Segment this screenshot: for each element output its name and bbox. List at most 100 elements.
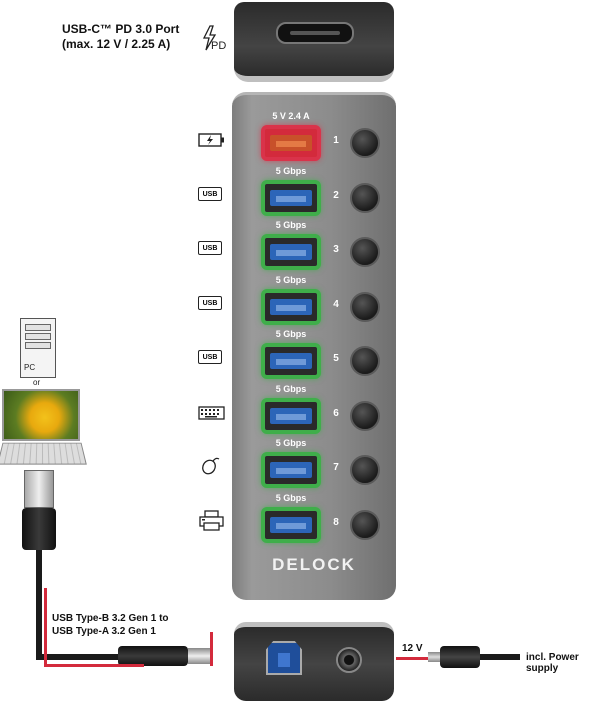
power-guide-line: [396, 657, 428, 660]
laptop-screen-image: [2, 389, 80, 441]
cable-label-line2: USB Type-A 3.2 Gen 1: [52, 626, 156, 637]
cable-guide-line: [44, 664, 144, 667]
power-delivery-icon: PD: [198, 24, 228, 54]
usb-a-port-5[interactable]: [261, 343, 321, 379]
cable-horizontal: [36, 654, 126, 660]
port-tongue: [276, 141, 306, 147]
printer-icon: [198, 509, 226, 531]
usb-b-plug-body: [118, 646, 188, 666]
usbc-port-label: USB-C™ PD 3.0 Port (max. 12 V / 2.25 A): [62, 22, 179, 52]
usb-a-port-7[interactable]: [261, 452, 321, 488]
cable-label-line1: USB Type-B 3.2 Gen 1 to: [52, 613, 169, 624]
port-tongue: [276, 359, 306, 365]
port-speed-label-5: 5 Gbps: [275, 329, 307, 339]
port-slot: [270, 298, 312, 315]
usb-drive-icon: USB: [198, 350, 226, 366]
cable-label: USB Type-B 3.2 Gen 1 to USB Type-A 3.2 G…: [52, 612, 169, 638]
usb-a-port-4[interactable]: [261, 288, 321, 325]
usb-icon-text: USB: [198, 350, 222, 364]
port-switch-3[interactable]: [350, 237, 380, 267]
drive-bay: [25, 324, 51, 331]
usb-a-port-6[interactable]: [261, 397, 321, 434]
cable-vertical: [36, 550, 42, 660]
port-slot: [270, 516, 312, 533]
port-number-6: 6: [333, 407, 339, 419]
usb-icon-text: USB: [198, 241, 222, 255]
usbc-port-label-line1: USB-C™ PD 3.0 Port: [62, 22, 180, 36]
usb-hub-body: 5 V 2.4 A 1 5 Gbps 2 5 Gbps 3 5 Gbps 4 5 Gbps 5 5 …: [232, 92, 396, 600]
port-tongue: [276, 522, 306, 529]
drive-bay: [25, 342, 51, 349]
port-switch-2[interactable]: [350, 182, 380, 213]
usb-a-plug-body: [22, 508, 56, 550]
battery-charge-icon: [198, 132, 226, 148]
usb-a-plug-metal: [24, 470, 54, 508]
usbc-port-label-line2: (max. 12 V / 2.25 A): [62, 37, 171, 51]
port-switch-5[interactable]: [350, 346, 380, 376]
port-tongue: [276, 413, 306, 420]
pd-symbol-text: PD: [211, 40, 227, 52]
port-tongue: [276, 250, 306, 256]
power-cable: [480, 654, 520, 660]
port-switch-7[interactable]: [350, 455, 380, 485]
laptop-keyboard: [0, 442, 87, 465]
port-speed-label-8: 5 Gbps: [275, 492, 307, 503]
port-number-3: 3: [333, 244, 339, 255]
port-tongue: [276, 195, 306, 202]
drive-bay: [25, 333, 51, 340]
pc-label: PC: [24, 363, 36, 372]
usb-a-port-8[interactable]: [261, 506, 321, 543]
usb-b-tongue: [278, 653, 290, 667]
port-slot: [270, 462, 312, 478]
port-tongue: [276, 468, 306, 474]
port-speed-label-4: 5 Gbps: [275, 274, 307, 285]
pc-tower-icon: PC: [20, 318, 56, 378]
usb-icon-text: USB: [198, 186, 222, 201]
port-switch-8[interactable]: [350, 509, 380, 540]
port-speed-label-1: 5 V 2.4 A: [272, 111, 310, 121]
usb-icon-text: USB: [198, 295, 222, 310]
or-label: or: [33, 378, 41, 387]
usb-drive-icon: USB: [198, 295, 226, 312]
mouse-icon: [198, 455, 226, 475]
port-switch-4[interactable]: [350, 291, 380, 322]
hub-top-cap: [234, 2, 394, 82]
usbc-port[interactable]: [276, 22, 354, 44]
port-number-4: 4: [333, 298, 339, 310]
port-number-1: 1: [333, 135, 339, 146]
port-slot: [270, 135, 312, 151]
cable-guide-line: [44, 588, 47, 666]
port-number-8: 8: [333, 516, 339, 528]
brand-logo: DELOCK: [272, 555, 356, 574]
usb-b-plug-metal: [188, 648, 210, 664]
usb-drive-icon: USB: [198, 186, 226, 203]
port-speed-label-2: 5 Gbps: [275, 165, 307, 176]
usb-a-port-2[interactable]: [261, 179, 321, 216]
port-speed-label-6: 5 Gbps: [275, 383, 307, 394]
power-supply-label: incl. Power supply: [526, 652, 579, 674]
usb-a-port-1[interactable]: [261, 125, 321, 161]
port-number-5: 5: [333, 353, 339, 364]
dc-power-jack[interactable]: [336, 647, 362, 673]
usb-a-port-3[interactable]: [261, 234, 321, 270]
usb-drive-icon: USB: [198, 241, 226, 257]
port-tongue: [276, 304, 306, 311]
port-speed-label-7: 5 Gbps: [275, 438, 307, 448]
hub-bottom-cap: [234, 622, 394, 701]
usb-b-port[interactable]: [266, 641, 302, 675]
power-plug-tip: [428, 652, 440, 662]
port-number-2: 2: [333, 189, 339, 201]
port-speed-label-3: 5 Gbps: [275, 220, 307, 230]
usbc-tongue: [290, 31, 340, 35]
keyboard-icon: [198, 405, 226, 421]
port-slot: [270, 353, 312, 369]
port-slot: [270, 407, 312, 424]
power-voltage-label: 12 V: [402, 643, 423, 654]
cable-guide-line: [210, 632, 213, 666]
port-slot: [270, 244, 312, 260]
port-switch-1[interactable]: [350, 128, 380, 158]
port-number-7: 7: [333, 462, 339, 473]
power-plug-body: [440, 646, 480, 668]
port-switch-6[interactable]: [350, 400, 380, 431]
port-slot: [270, 189, 312, 206]
